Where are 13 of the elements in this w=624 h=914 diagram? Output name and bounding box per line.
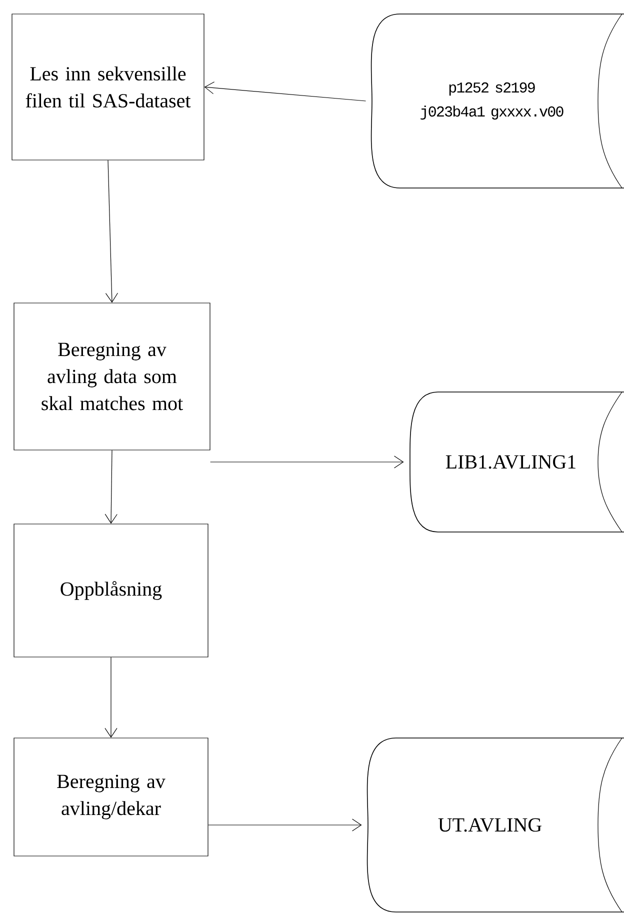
data-store-cylinder: p1252 s2199 j023b4a1 gxxxx.v00 (370, 14, 624, 188)
arrow (104, 657, 118, 738)
arrow (104, 450, 118, 524)
process-box: Beregning av avling/dekar (14, 738, 208, 856)
data-store-cylinder: LIB1.AVLING1 (410, 392, 624, 532)
arrow (204, 82, 366, 102)
data-store-cylinder: UT.AVLING (366, 738, 624, 912)
arrow (210, 456, 404, 468)
process-box: Oppblåsning (14, 524, 208, 658)
process-box: Les inn sekvensille filen til SAS-dataset (12, 14, 204, 160)
arrow (208, 818, 362, 832)
arrow (105, 160, 118, 303)
process-box: Beregning av avling data som skal matches mot (14, 302, 210, 450)
